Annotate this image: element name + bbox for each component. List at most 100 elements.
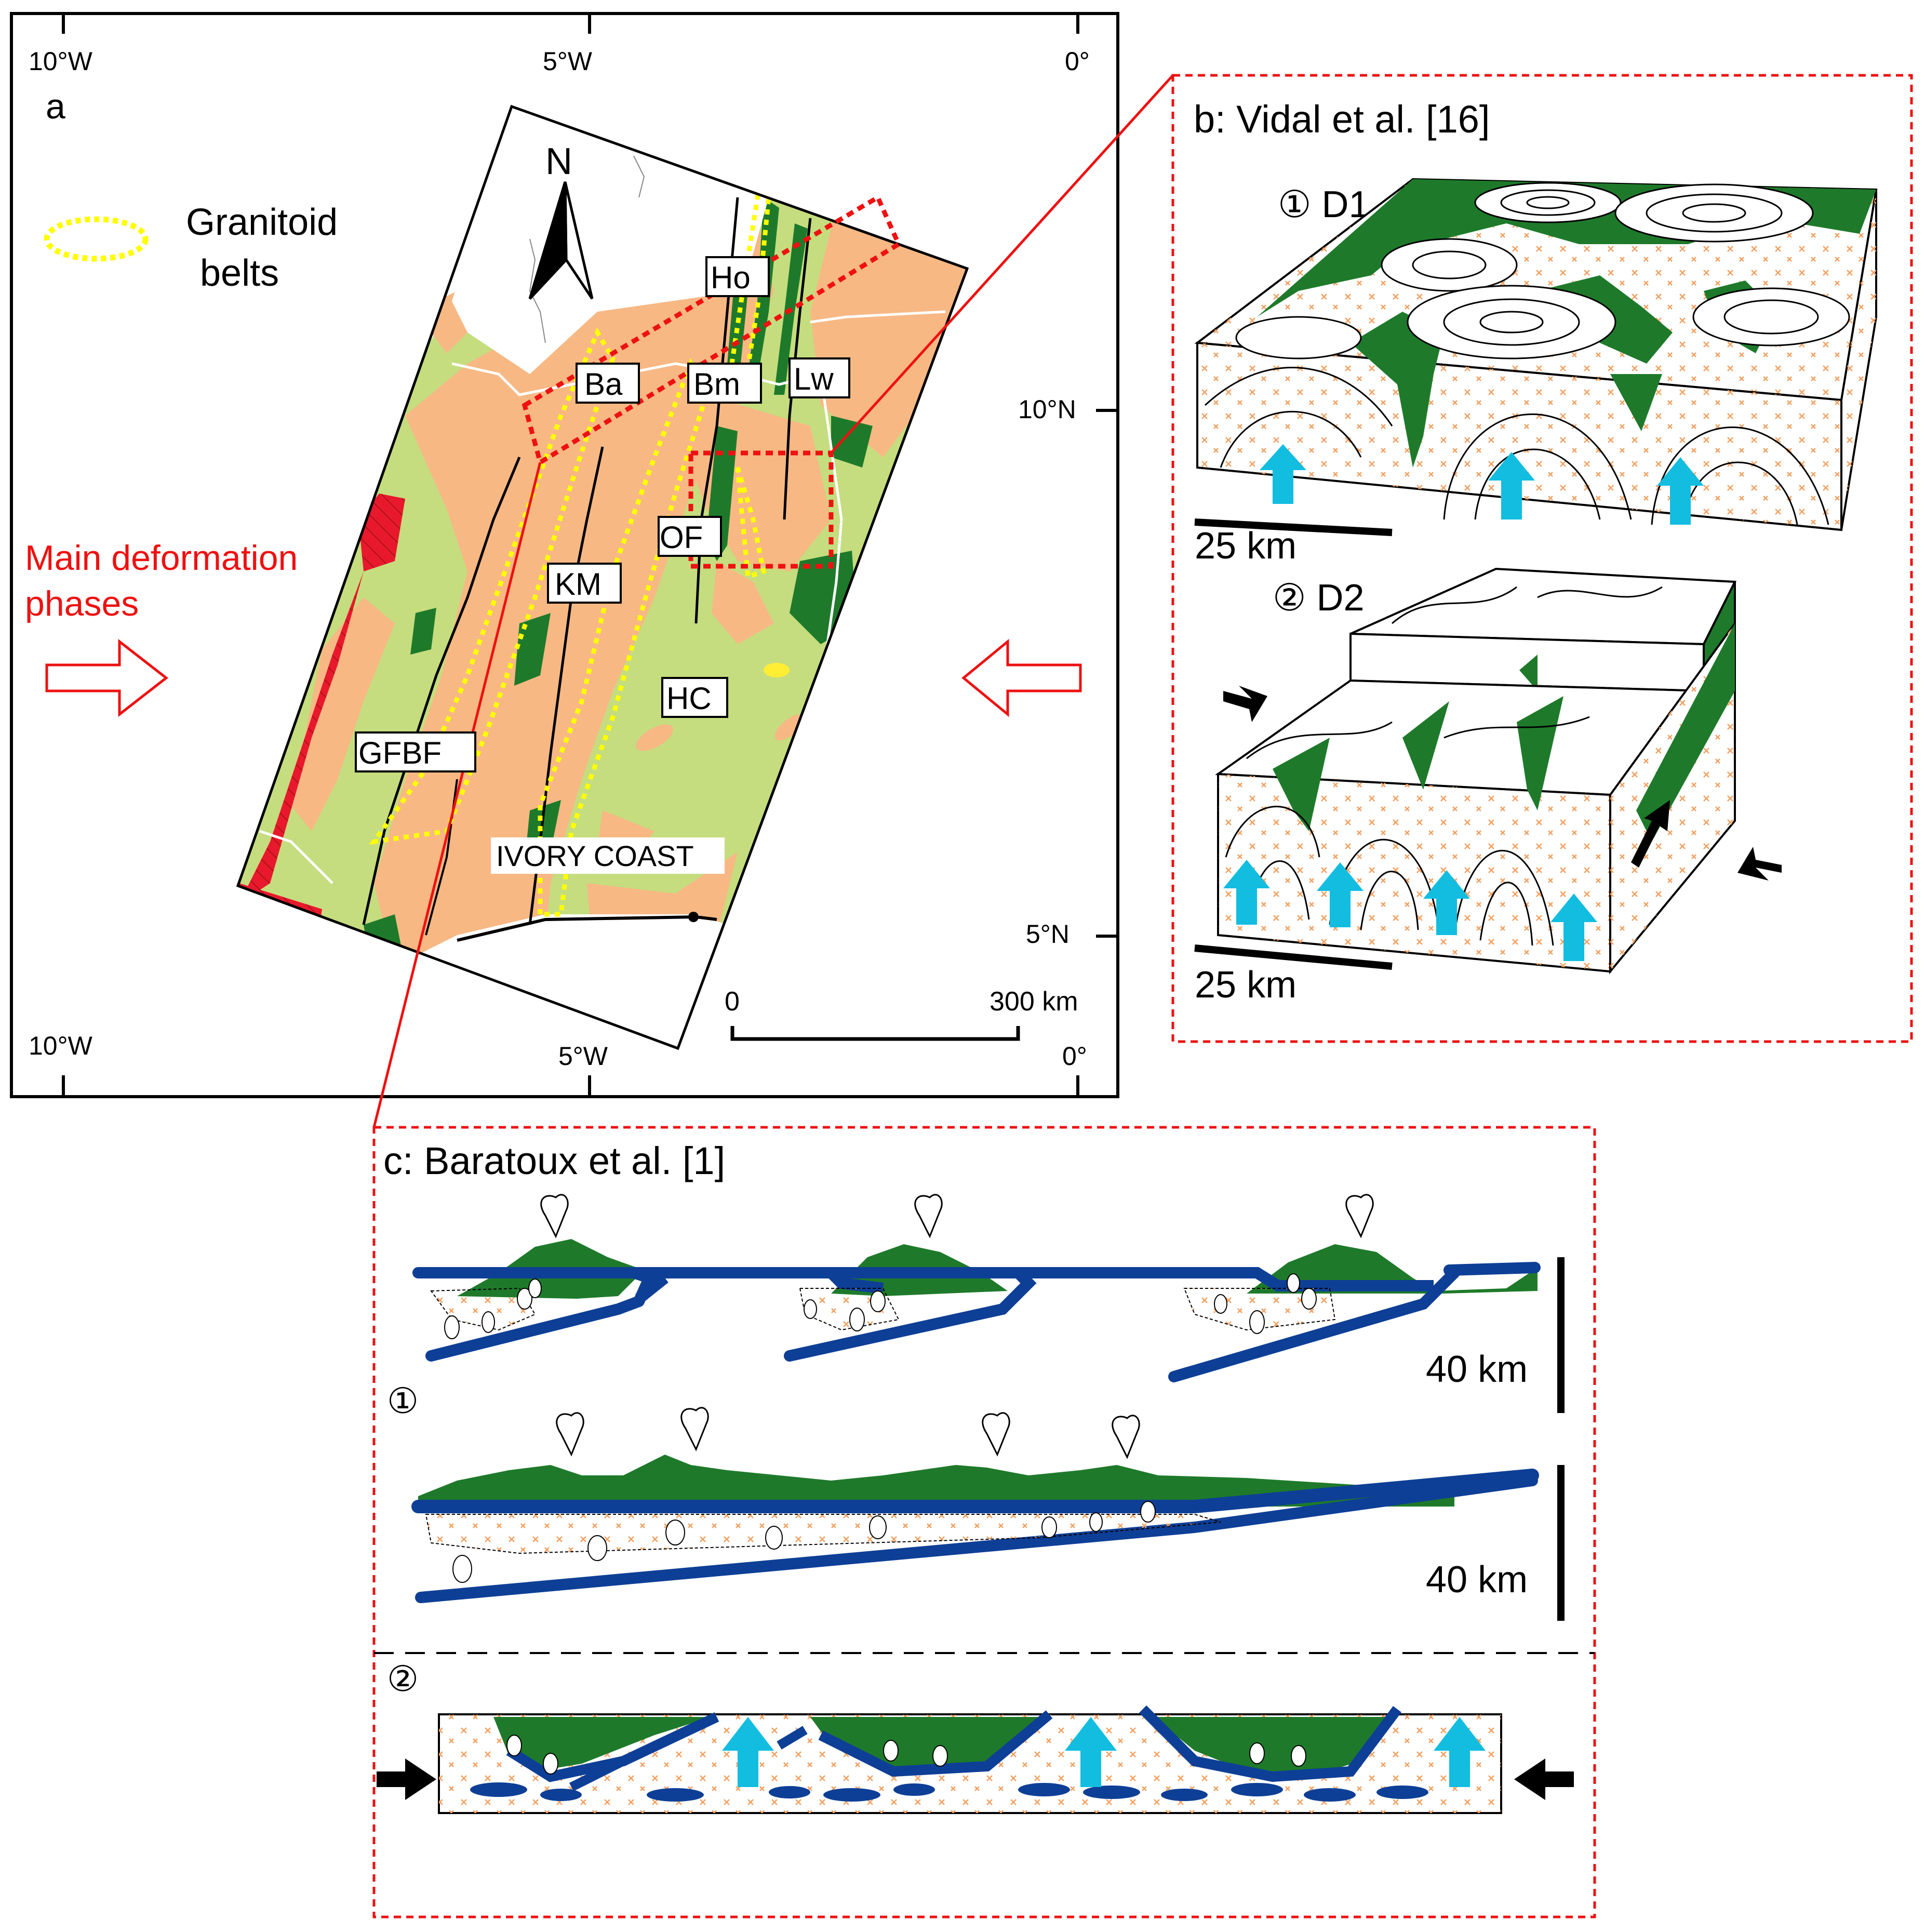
shear-arrow-icon: [1631, 800, 1670, 868]
lon-top-5w: 5°W: [543, 47, 593, 76]
granitoid-domain: [291, 597, 395, 831]
keel-slab: [506, 1712, 719, 1782]
scale-bar: [730, 1026, 1020, 1041]
deformation-arrow-left-icon: [961, 638, 1082, 717]
svg-text:HC: HC: [666, 681, 712, 716]
uplift-arrow-icon: [1223, 860, 1270, 925]
d1-arch: [1651, 427, 1829, 525]
slab: [415, 1475, 1538, 1603]
unmapped-area: [452, 106, 769, 374]
pluton-drops: [506, 1735, 1306, 1775]
d1-dome: [1407, 285, 1616, 359]
greenstone-belt: [410, 608, 436, 655]
compression-arrow-icon: [1223, 686, 1267, 722]
greenstone-belt: [831, 416, 873, 468]
map-frame: [236, 104, 969, 1050]
svg-text:GFBF: GFBF: [358, 736, 442, 770]
d1-arch: [1204, 367, 1393, 427]
subduction-row-2: [411, 1407, 1539, 1603]
deformation-arrow-right-icon: [45, 638, 169, 717]
scale-start: 0: [725, 987, 740, 1017]
panel-b-title: b: Vidal et al. [16]: [1194, 98, 1490, 141]
eruption-plumes: [540, 1194, 1374, 1238]
step-1-label: ①: [387, 1381, 419, 1421]
d1-scale-bar: [1194, 518, 1393, 536]
slab: [1168, 1267, 1460, 1382]
d2-scale-bar: [1194, 944, 1393, 970]
svg-text:IVORY COAST: IVORY COAST: [496, 840, 694, 872]
lon-top-0: 0°: [1065, 47, 1090, 76]
d1-block-diagram: [1194, 178, 1878, 531]
d1-front-greenstone: [1397, 374, 1434, 468]
uplift-arrow-icon: [1488, 452, 1535, 519]
d1-dome: [1692, 287, 1850, 347]
scale-label-40km-2: 40 km: [1426, 1559, 1528, 1601]
compression-arrow-left-icon: [1514, 1758, 1574, 1800]
fault-label-gfbf: GFBF: [355, 731, 476, 772]
uplift-arrow-icon: [1550, 894, 1597, 961]
d2-block-diagram: [1215, 567, 1782, 975]
lon-bottom-5w: 5°W: [558, 1042, 608, 1071]
granitoid-domain: [712, 561, 774, 644]
svg-text:OF: OF: [660, 520, 703, 555]
inset-box-c: [522, 194, 902, 466]
city-dot: [688, 912, 699, 922]
connector-line-c: [372, 462, 542, 1128]
eruption-icon: [1112, 1415, 1140, 1459]
subduction-row-1: [412, 1194, 1541, 1382]
d2-keel: [1402, 701, 1449, 790]
keel-greenstone: [1153, 1717, 1392, 1777]
eruption-plumes: [556, 1407, 1140, 1459]
lon-top-10w: 10°W: [29, 47, 93, 76]
d1-dome: [1474, 182, 1622, 223]
granitoid-spot: [455, 422, 511, 461]
keel-slab: [818, 1710, 1053, 1777]
fault-label-ho: Ho: [705, 256, 770, 297]
fault-label-km: KM: [547, 563, 622, 604]
granitoid-belt-outline: [369, 327, 616, 845]
yellow-unit: [764, 663, 790, 677]
d2-side-greenstone: [1636, 623, 1735, 842]
slab: [1018, 1267, 1434, 1291]
fault-label-ba: Ba: [576, 363, 640, 404]
arc-greenstone: [418, 1455, 1454, 1507]
d1-dome: [1235, 316, 1362, 359]
pluton-drops: [444, 1273, 1317, 1339]
svg-text:KM: KM: [555, 567, 601, 602]
panel-c-title: c: Baratoux et al. [1]: [383, 1139, 725, 1182]
legend-label-1: Granitoid: [186, 202, 338, 243]
phases-label-2: phases: [25, 584, 139, 623]
compression-arrow-right-icon: [377, 1758, 436, 1800]
north-arrow: N: [528, 141, 594, 300]
scale-end: 300 km: [990, 987, 1078, 1017]
uplift-arrow-icon: [1317, 862, 1363, 927]
d2-keel: [1517, 696, 1563, 810]
north-label: N: [545, 141, 572, 182]
slab: [784, 1267, 1037, 1362]
keel-slab: [1139, 1705, 1401, 1782]
d2-scale-label: 25 km: [1195, 964, 1296, 1006]
phases-label-1: Main deformation: [25, 538, 298, 578]
fault-label-hc: HC: [661, 677, 728, 718]
country-border: [259, 830, 333, 884]
north-arrow-icon-dark: [528, 181, 568, 300]
panel-b: b: Vidal et al. [16] ① D1: [1171, 74, 1913, 1043]
fault-label-of: OF: [658, 516, 722, 557]
dome-keel-section: [377, 1705, 1574, 1814]
svg-text:Bm: Bm: [693, 367, 740, 402]
fault-line: [362, 457, 521, 925]
step-2-label: ②: [387, 1659, 419, 1699]
inset-box-b: [688, 450, 834, 569]
connector-line-b1: [830, 74, 1174, 454]
d1-label: ① D1: [1278, 184, 1370, 225]
d2-upper-green: [1519, 655, 1538, 691]
svg-text:Ho: Ho: [711, 260, 751, 295]
eruption-icon: [556, 1412, 584, 1457]
ocean: [416, 914, 727, 1048]
uplift-arrow-icon: [722, 1717, 774, 1787]
d1-front-greenstone: [1610, 374, 1662, 431]
eruption-icon: [914, 1194, 943, 1238]
panel-a: a 10°W 5°W 0° 10°W 5°W 0° 10°N 5°N: [10, 12, 1174, 1128]
uplift-arrow-icon: [1260, 444, 1306, 504]
